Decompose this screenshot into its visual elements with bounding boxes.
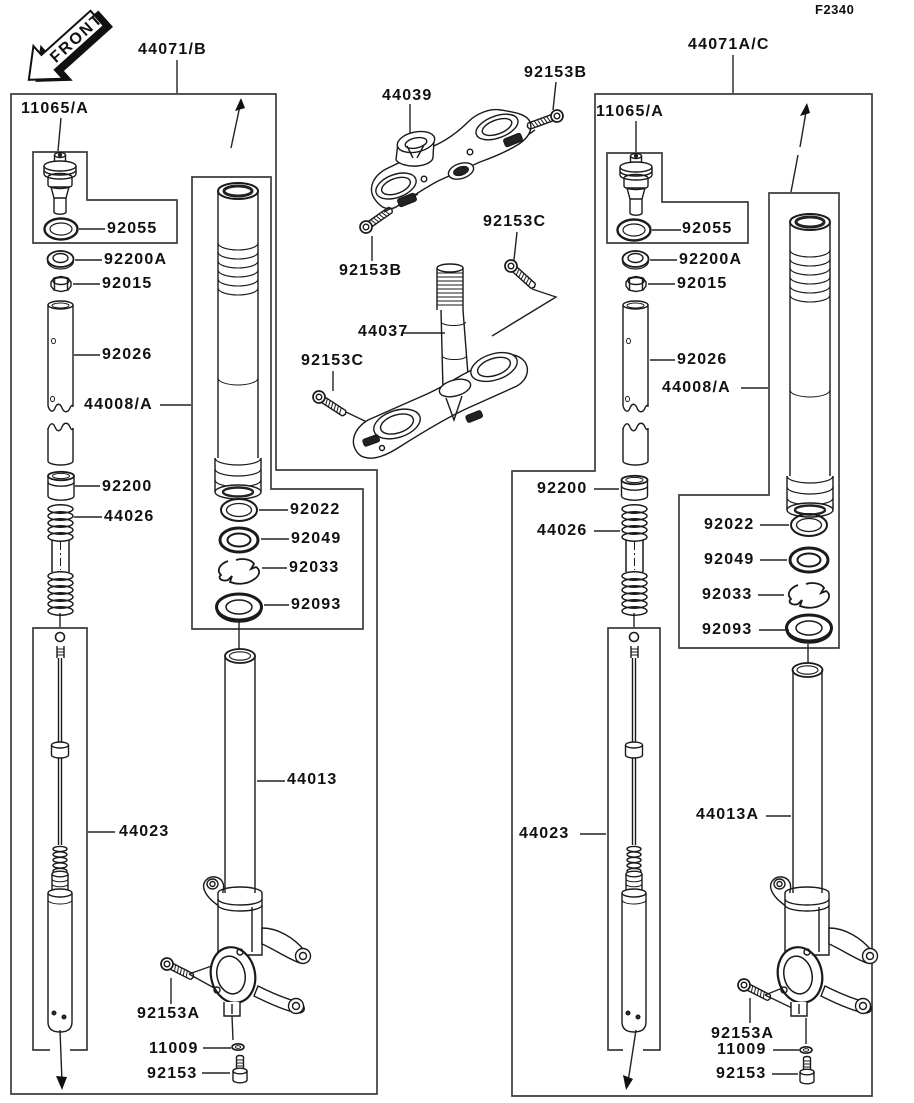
arrowhead-down-right — [623, 1075, 633, 1090]
pipe-left-drawing — [47, 300, 74, 466]
bolt-92153C-top-drawing — [504, 259, 537, 290]
outer-fork-tube-right-drawing — [786, 213, 834, 518]
damper-rod-left-drawing — [47, 631, 73, 1033]
spring-left-drawing — [47, 504, 74, 616]
bolt-92153A-right-drawing — [737, 978, 772, 1002]
box-fork-cap-right — [606, 152, 749, 244]
front-direction-badge: FRONT — [27, 9, 114, 82]
box-fork-cap-left — [32, 151, 178, 244]
pinch-bolt-left — [362, 434, 381, 447]
screw-92153-left-drawing — [232, 1054, 248, 1084]
assembly-boxes — [10, 93, 873, 1097]
pinch-bolt-left — [397, 192, 417, 208]
bolt-92153C-left-drawing — [312, 390, 347, 417]
o-ring-left-drawing — [43, 217, 79, 241]
arrowhead-down-left — [56, 1076, 67, 1090]
nut-right-drawing — [625, 275, 647, 293]
outer-fork-tube-left-drawing — [214, 182, 262, 500]
seal-stack-left-drawing — [215, 498, 263, 623]
screw-92153-right-drawing — [799, 1055, 815, 1085]
front-arrow-face — [27, 9, 106, 81]
bushing-left-drawing — [47, 470, 75, 501]
bolt-92153B-top-drawing — [526, 109, 564, 130]
nut-left-drawing — [50, 275, 72, 293]
inner-fork-tube-left-drawing — [224, 648, 256, 899]
arrowhead-up-right — [800, 103, 810, 116]
box-damper-right — [607, 627, 661, 1051]
damper-rod-right-drawing — [621, 631, 647, 1033]
gasket-11009-right-drawing — [799, 1046, 813, 1055]
box-fork-assembly-right — [511, 93, 873, 1097]
inner-fork-tube-right-drawing — [791, 662, 824, 901]
arrowhead-up-left — [235, 98, 245, 111]
pinch-bolt-right — [503, 132, 523, 148]
lower-triple-clamp-drawing — [352, 263, 529, 459]
spring-right-drawing — [621, 504, 648, 616]
washer-left-drawing — [46, 250, 75, 270]
part-drawings — [43, 108, 879, 1085]
bolt-92153A-left-drawing — [160, 957, 195, 981]
bushing-right-drawing — [620, 474, 649, 501]
leader-lines — [56, 55, 811, 1090]
o-ring-right-drawing — [616, 218, 652, 242]
fork-cap-left-drawing — [43, 151, 77, 215]
box-damper-left — [32, 627, 88, 1051]
box-inner-tube-right — [678, 192, 840, 649]
upper-triple-clamp-drawing — [370, 108, 532, 210]
gasket-11009-left-drawing — [231, 1043, 245, 1052]
axle-holder-left-drawing — [202, 876, 312, 1017]
pinch-bolt-right — [465, 410, 484, 423]
seal-stack-right-drawing — [785, 513, 833, 644]
bolt-92153B-bottom-drawing — [359, 206, 394, 234]
steering-stem-collar — [395, 130, 436, 167]
pipe-right-drawing — [622, 300, 649, 466]
box-fork-assembly-left — [10, 93, 378, 1095]
washer-right-drawing — [621, 250, 650, 270]
box-inner-tube-left — [191, 176, 364, 630]
fork-cap-right-drawing — [619, 152, 653, 216]
axle-holder-right-drawing — [769, 876, 879, 1017]
